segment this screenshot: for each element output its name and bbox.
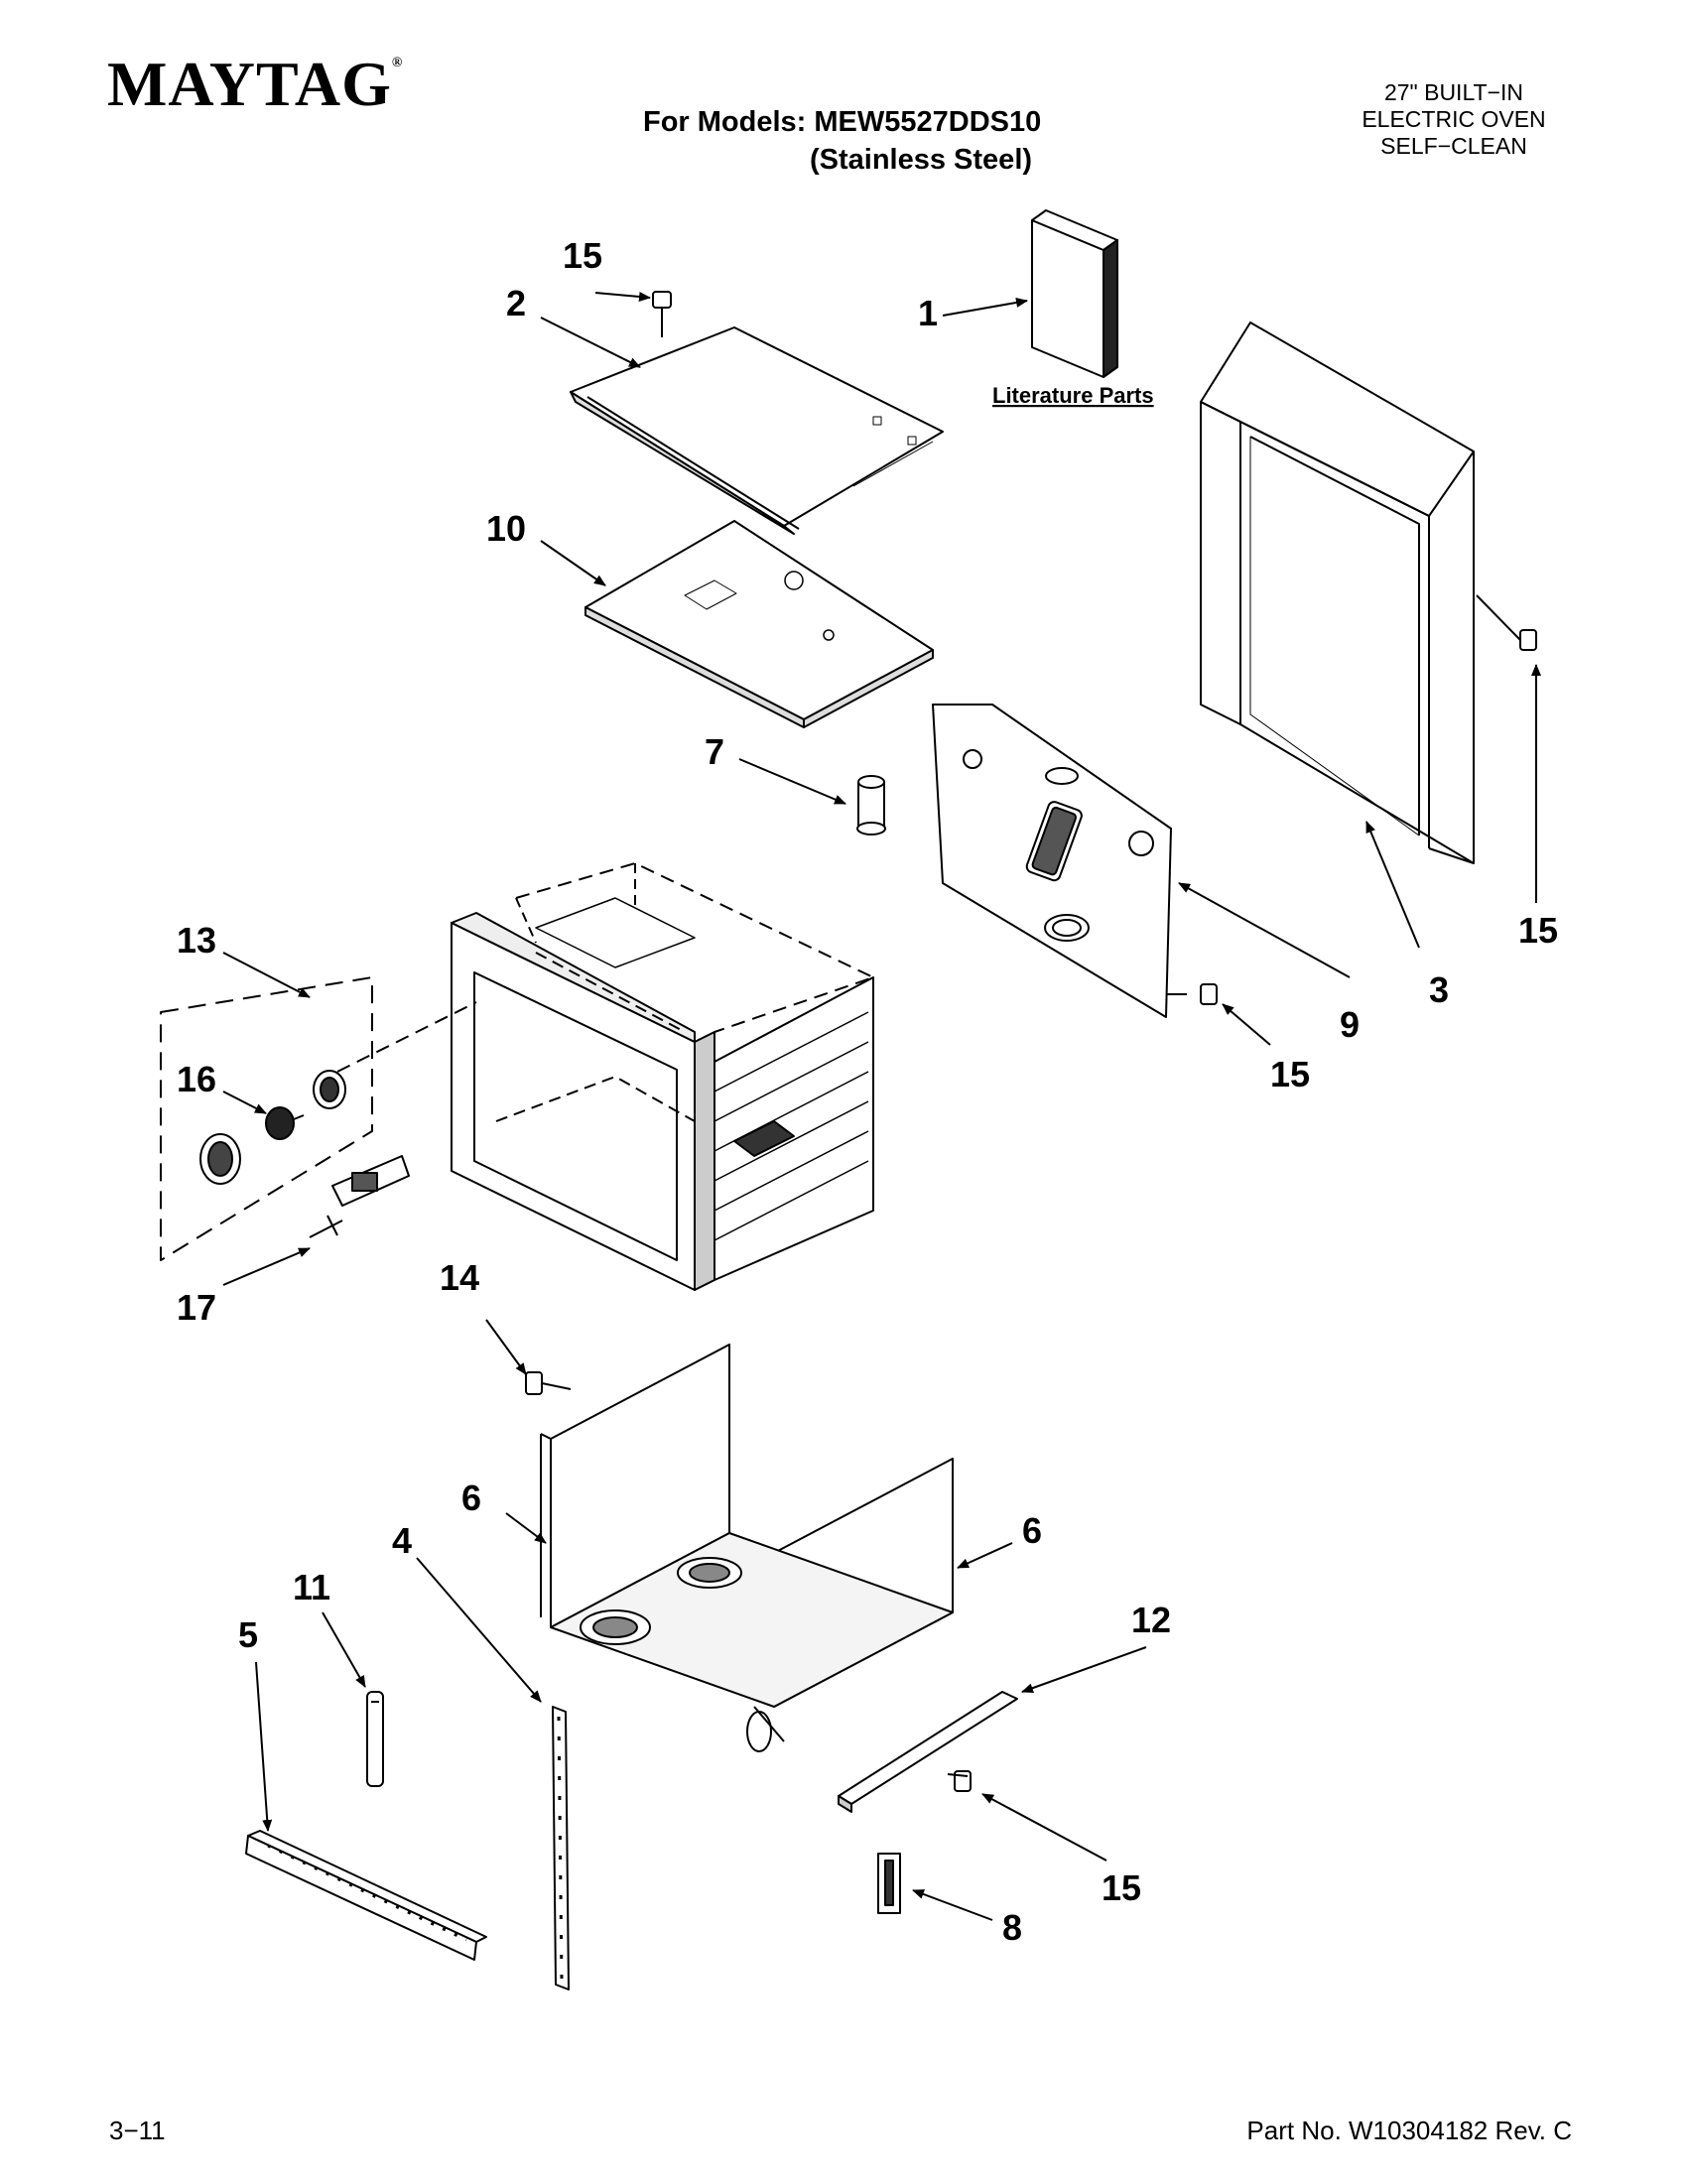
callout-12: 12 — [1131, 1600, 1171, 1640]
product-line-2: ELECTRIC OVEN — [1362, 106, 1546, 132]
part-knob — [199, 1133, 241, 1185]
callout-17: 17 — [177, 1287, 216, 1328]
part-front-rail — [838, 1691, 1018, 1813]
callout-6-right: 6 — [1022, 1510, 1042, 1551]
part-screw — [652, 291, 672, 337]
part-side-panel-right — [550, 1458, 954, 1752]
literature-parts-label: Literature Parts — [992, 383, 1154, 408]
callout-15-top: 15 — [563, 235, 602, 276]
brand-logo: MAYTAG® — [107, 48, 403, 121]
callout-labels: 1 2 3 4 5 6 6 7 8 9 10 11 12 13 14 15 15… — [177, 235, 1558, 1948]
part-selector-knob — [265, 1106, 305, 1140]
part-top-panel — [570, 326, 944, 535]
part-switch — [313, 1070, 346, 1109]
callout-10: 10 — [486, 508, 526, 549]
model-line: For Models: MEW5527DDS10 — [643, 106, 1042, 138]
callout-4: 4 — [392, 1520, 412, 1561]
callout-7: 7 — [705, 731, 724, 772]
part-thermostat-bracket — [309, 1155, 410, 1238]
part-outer-wrapper — [1200, 321, 1475, 864]
part-rear-panel — [932, 704, 1172, 1018]
part-side-rail — [552, 1706, 570, 1991]
part-screw — [947, 1770, 972, 1792]
part-control-group — [160, 976, 477, 1261]
part-clip — [877, 1853, 901, 1914]
page-number: 3−11 — [109, 2116, 166, 2145]
product-description: 27" BUILT−IN ELECTRIC OVEN SELF−CLEAN — [1330, 79, 1578, 160]
leader-lines — [222, 292, 1541, 1921]
callout-13: 13 — [177, 920, 216, 961]
callout-6-left: 6 — [461, 1477, 481, 1518]
part-bottom-rail — [245, 1830, 487, 1961]
callout-15-bottom: 15 — [1102, 1867, 1141, 1908]
registered-mark: ® — [391, 56, 404, 70]
part-bolt — [525, 1371, 572, 1395]
callout-9: 9 — [1340, 1004, 1360, 1045]
callout-5: 5 — [238, 1614, 258, 1655]
callout-8: 8 — [1002, 1907, 1022, 1948]
callout-1: 1 — [918, 293, 938, 333]
part-oven-cavity — [451, 862, 874, 1291]
part-screw — [1476, 594, 1537, 651]
part-strap — [366, 1691, 384, 1787]
part-literature-booklet — [1031, 209, 1118, 378]
part-spacer-tube — [856, 775, 886, 835]
model-header: For Models: MEW5527DDS10 (Stainless Stee… — [643, 103, 1041, 179]
product-line-1: 27" BUILT−IN — [1383, 79, 1524, 105]
callout-11: 11 — [293, 1567, 330, 1607]
part-number: Part No. W10304182 Rev. C — [1246, 2116, 1572, 2145]
part-insulation-panel — [584, 520, 934, 728]
callout-15-rear: 15 — [1270, 1054, 1310, 1094]
part-screw — [1166, 983, 1218, 1005]
callout-14: 14 — [440, 1257, 479, 1298]
callout-15-right: 15 — [1518, 910, 1558, 951]
product-line-3: SELF−CLEAN — [1380, 133, 1527, 159]
callout-3: 3 — [1429, 969, 1449, 1010]
brand-logo-text: MAYTAG — [107, 49, 392, 119]
callout-16: 16 — [177, 1059, 216, 1099]
callout-2: 2 — [506, 283, 526, 323]
finish-line: (Stainless Steel) — [810, 144, 1033, 176]
